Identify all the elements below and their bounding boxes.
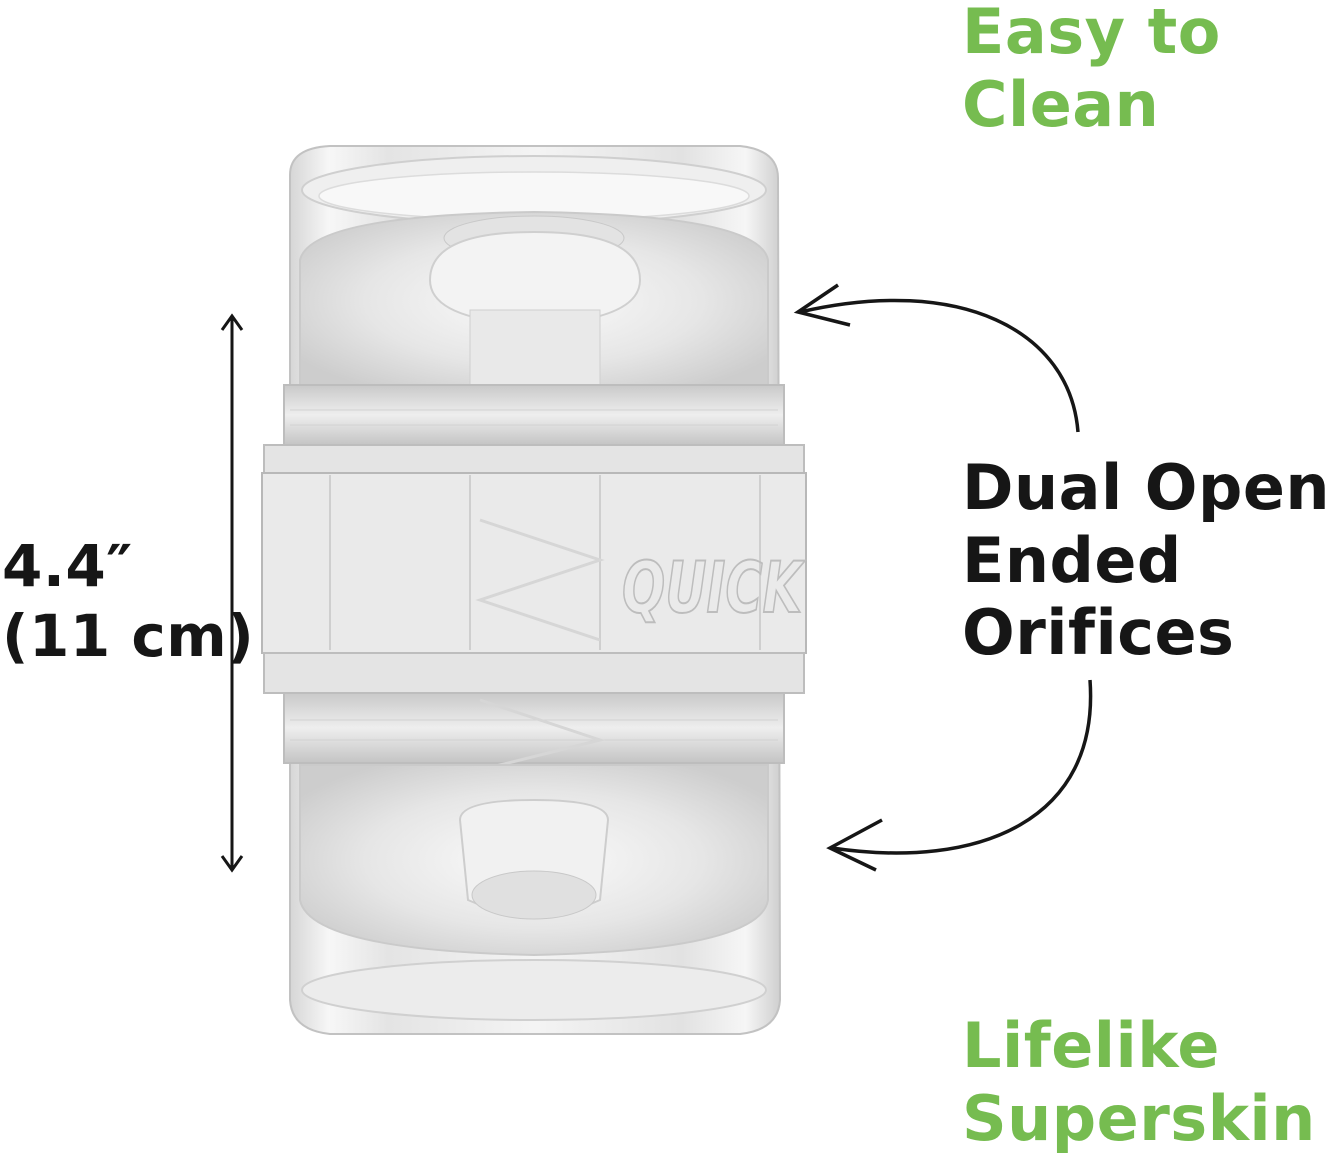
center-band bbox=[261, 384, 807, 772]
dimension-cm: (11 cm) bbox=[2, 601, 255, 670]
callout-arrow-top bbox=[793, 283, 1080, 433]
feature-lifelike-superskin: Lifelike Superskin bbox=[962, 1009, 1316, 1155]
callout-arrow-bottom bbox=[826, 679, 1093, 872]
height-dimension-label: 4.4″ (11 cm) bbox=[2, 532, 254, 671]
height-dimension-arrow bbox=[220, 313, 244, 873]
feature-line: Ended bbox=[962, 523, 1182, 597]
feature-dual-orifices: Dual Open- Ended Orifices bbox=[962, 451, 1331, 670]
feature-line: Easy to bbox=[962, 0, 1221, 68]
upper-sleeve bbox=[299, 210, 769, 391]
brand-mark: QUICK bbox=[622, 547, 805, 629]
feature-line: Lifelike bbox=[962, 1009, 1220, 1082]
feature-line: Clean bbox=[962, 67, 1160, 141]
dimension-inches: 4.4″ bbox=[2, 532, 133, 600]
feature-easy-to-clean: Easy to Clean bbox=[962, 0, 1221, 141]
lower-sleeve bbox=[299, 764, 769, 957]
feature-line: Orifices bbox=[962, 596, 1235, 670]
feature-line: Dual Open- bbox=[962, 451, 1331, 524]
feature-line: Superskin bbox=[962, 1081, 1316, 1155]
